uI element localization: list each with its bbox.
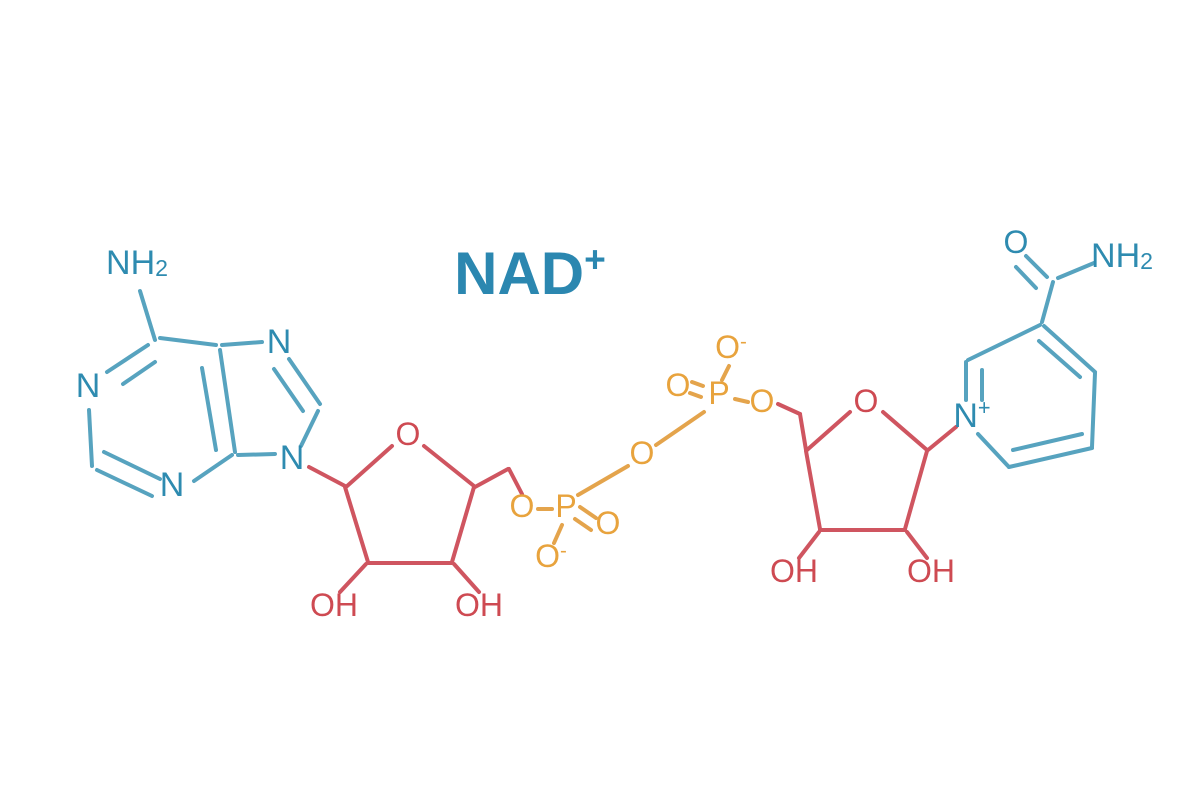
alpha-phosphate-bond-group (536, 464, 630, 545)
bond-carbonyl-dbl-2 (1014, 265, 1038, 290)
phosphate-bridge-bond-group (654, 410, 706, 447)
bond-c4-c5-inner (1037, 339, 1082, 379)
bond-c2-n3-inner (102, 450, 162, 481)
bond-n7-c8 (287, 357, 322, 406)
beta-phosphate-bond-group (688, 364, 750, 404)
atom-label-phosphate-alpha-p: P (555, 488, 576, 524)
atom-label-adenine-amine: NH2 (106, 244, 168, 282)
bond-beta-p-dbl-2 (688, 391, 703, 399)
bond-c4p-c3p (450, 485, 476, 564)
bond-c4p-ringo (805, 410, 852, 452)
bond-c6-n1 (105, 343, 150, 374)
bond-c3p-oh (797, 530, 821, 560)
atom-label-phosphate-beta-p: P (708, 375, 729, 411)
atom-label-ribose-left-ring-o: O (396, 416, 421, 452)
bond-c8-n9 (299, 409, 320, 448)
bond-ringo-c4p (422, 444, 476, 488)
bond-n9-c4 (236, 452, 277, 457)
bond-ester-o-c5p (776, 402, 802, 416)
bond-n1-c2 (87, 408, 94, 468)
bond-c3-c4 (1090, 371, 1097, 449)
bond-c5-c6 (966, 323, 1042, 362)
atom-label-ribose-right-ring-o: O (854, 383, 879, 419)
bond-c4p-c5p (473, 467, 510, 489)
bond-c4-c5 (1042, 324, 1097, 374)
bond-c4-c5-inner (200, 366, 218, 452)
bond-alpha-p-dbl-2 (573, 517, 593, 532)
bond-amine-to-c6 (138, 289, 157, 342)
bond-c5p-o (507, 467, 524, 496)
bond-c2p-oh (905, 530, 929, 560)
atom-label-ribose-right-oh-3: OH (770, 553, 818, 589)
bond-n3-c4 (192, 453, 234, 483)
bond-c3p-c4p (804, 449, 822, 531)
left-ribose-label-group: O OH OH (310, 416, 503, 623)
bond-beta-p-ester (733, 397, 750, 404)
bond-c2-n3 (95, 468, 154, 498)
bond-alpha-p-bridge (576, 464, 630, 497)
bond-carbonyl-dbl-1 (1024, 254, 1049, 279)
atom-label-phosphate-alpha-double-o: O (596, 505, 621, 541)
bond-beta-p-dbl-1 (690, 380, 705, 388)
bond-c5-c6 (158, 336, 218, 347)
bond-c1p-nplus (926, 425, 958, 452)
bond-c1p-ringo (344, 444, 394, 489)
atom-label-adenine-n9: N (280, 439, 305, 477)
figure-title: NAD+ (454, 238, 606, 307)
adenine-bond-group (87, 289, 322, 498)
bond-c1p-c2p (903, 449, 929, 531)
bond-carbonyl-n (1056, 261, 1096, 280)
bond-c5p-c4p (798, 412, 808, 452)
atom-label-ribose-left-oh-3: OH (455, 587, 503, 623)
atom-label-adenine-n1: N (76, 367, 101, 405)
bond-c6-n1-inner (121, 360, 157, 386)
atom-label-nicotinamide-carbonyl-o: O (1004, 224, 1029, 260)
bond-bridge-o-beta-p (654, 410, 706, 447)
nicotinamide-bond-group (964, 254, 1097, 469)
bond-c5-n7 (220, 340, 264, 347)
bond-c2p-oh (338, 562, 368, 594)
atom-label-adenine-n3: N (160, 466, 185, 504)
atom-label-phosphate-alpha-anion-o: O- (535, 538, 567, 574)
bond-alpha-p-anion (552, 523, 564, 545)
bond-c2-c3 (1007, 446, 1094, 469)
atom-label-nicotinamide-amide-n: NH2 (1091, 237, 1153, 275)
bond-n-c2 (976, 432, 1010, 468)
bond-c3p-oh (452, 562, 481, 594)
left-ribose-bond-group (307, 444, 524, 594)
phosphate-bridge-label-group: O (630, 435, 655, 471)
atom-label-phosphate-bridge-o: O (630, 435, 655, 471)
bond-ringo-c1p (881, 410, 929, 452)
atom-label-phosphate-alpha-ester-o: O (510, 488, 535, 524)
bond-c4-c5 (218, 348, 237, 454)
bond-c2p-c1p (343, 485, 370, 564)
bond-alpha-p-dbl-1 (578, 505, 598, 520)
atom-label-phosphate-beta-ester-o: O (750, 383, 775, 419)
right-ribose-label-group: O OH OH (770, 383, 955, 589)
atom-label-ribose-right-oh-2: OH (907, 553, 955, 589)
atom-label-ribose-left-oh-2: OH (310, 587, 358, 623)
atom-label-nicotinamide-n-plus: N+ (953, 395, 990, 435)
bond-c2-c3-inner (1011, 432, 1084, 452)
atom-label-phosphate-beta-double-o: O (666, 367, 691, 403)
bond-n7-c8-inner (272, 367, 305, 413)
right-ribose-bond-group (776, 402, 958, 560)
bond-beta-p-anion (720, 364, 731, 382)
bond-c3-carbonyl (1040, 280, 1055, 324)
bond-n9-c1p (307, 465, 347, 488)
atom-label-phosphate-beta-anion-o: O- (715, 329, 747, 365)
atom-label-adenine-n7: N (267, 323, 292, 361)
